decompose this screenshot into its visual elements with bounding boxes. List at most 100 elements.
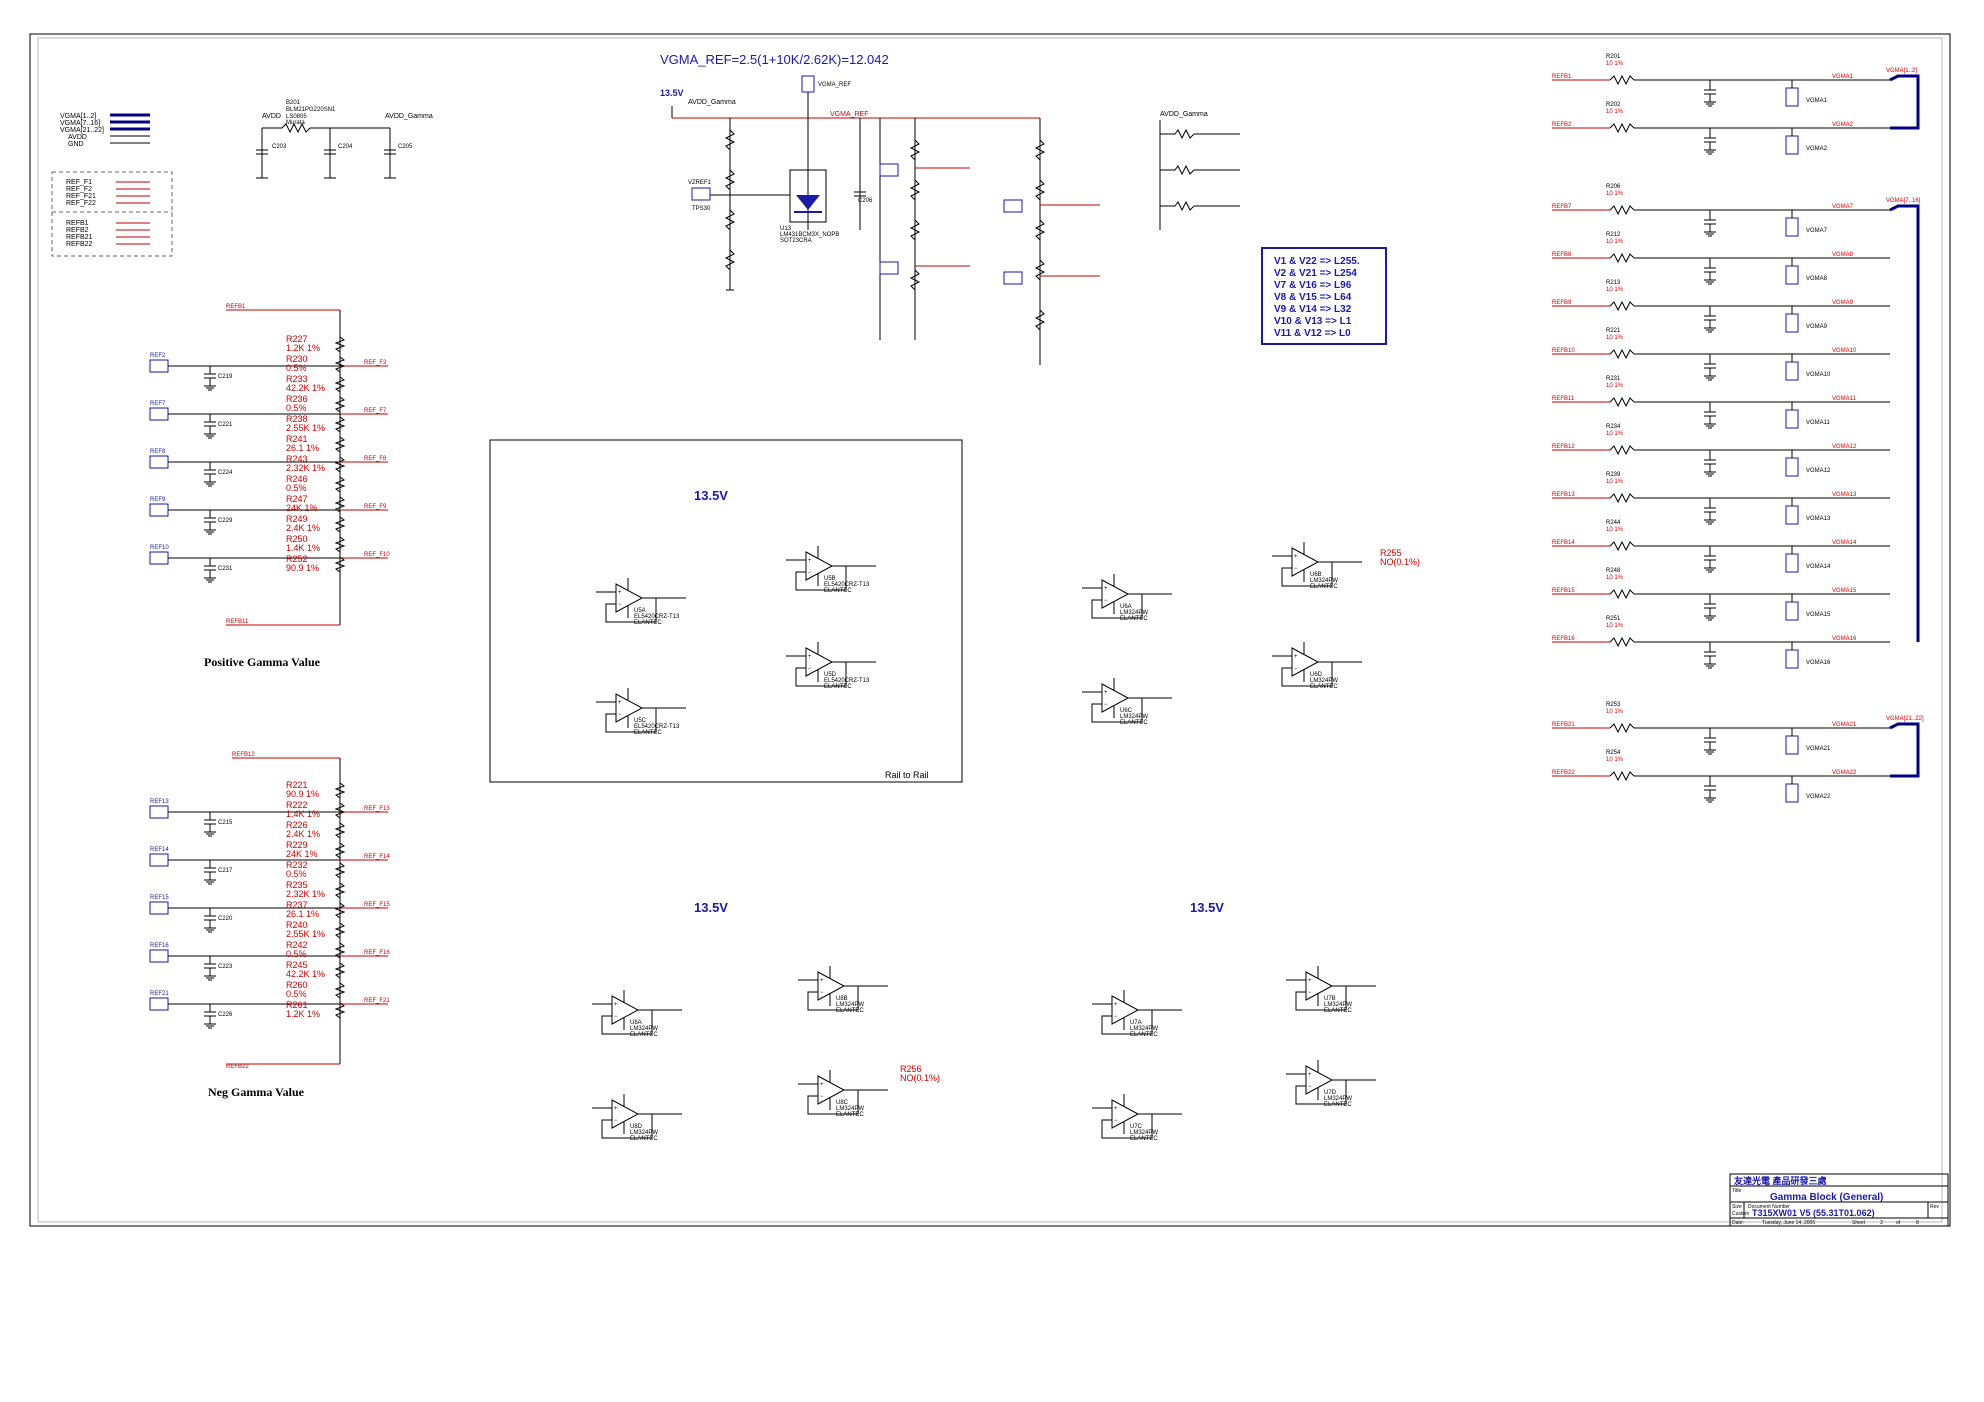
svg-text:LS0805: LS0805: [286, 114, 307, 120]
pos-net-label: REF_F2: [364, 360, 387, 366]
svg-text:−: −: [820, 1094, 824, 1100]
neg-res-value: 0.5%: [286, 989, 307, 999]
refb-net-label: REFB8: [1552, 252, 1572, 258]
res-name: R202: [1606, 102, 1621, 108]
neg-res-name: R222: [286, 800, 308, 810]
opamp-mfr: ELANTEC: [1324, 1102, 1352, 1108]
neg-res-name: R235: [286, 880, 308, 890]
res-name: R206: [1606, 184, 1621, 190]
opamp-part: LM324PW: [630, 1130, 658, 1136]
refb-net-label: REFB10: [1552, 348, 1575, 354]
neg-cap-label: C226: [218, 1012, 233, 1018]
refb-net-label: REFB7: [1552, 204, 1572, 210]
doc-label: Document Number: [1748, 1204, 1790, 1210]
svg-text:SOT23CRA: SOT23CRA: [780, 238, 812, 244]
svg-text:−: −: [808, 570, 812, 576]
pos-net-label: REF_F8: [364, 456, 387, 462]
svg-text:VGMA_REF: VGMA_REF: [830, 111, 869, 118]
res-value: 10 1%: [1606, 335, 1624, 341]
vgma-pad: [1785, 265, 1799, 285]
company-name: 友達光電 產品研發三處: [1734, 1175, 1828, 1186]
pos-res-name: R246: [286, 474, 308, 484]
sheet-inner-border: [37, 37, 1943, 1223]
opamp-part: LM324PW: [1324, 1002, 1352, 1008]
pos-ref-label: REF2: [150, 353, 166, 359]
pos-res-name: R250: [286, 534, 308, 544]
res-value: 10 1%: [1606, 575, 1624, 581]
svg-text:+: +: [1294, 654, 1298, 660]
vgma-pad: [1785, 135, 1799, 155]
mapping-line-2: V2 & V21 => L254: [1274, 268, 1357, 279]
neg-net-label: REF_F15: [364, 902, 390, 908]
vgma-label: VGMA1: [1806, 98, 1828, 104]
vgma-label: VGMA21: [1806, 746, 1831, 752]
upper-ladders: [879, 118, 1100, 365]
pos-pad: [149, 551, 169, 565]
pos-res-name: R233: [286, 374, 308, 384]
svg-text:AVDD: AVDD: [68, 134, 87, 141]
vgma-net-label: VGMA21: [1832, 722, 1857, 728]
res-name: R253: [1606, 702, 1621, 708]
opamp-ref: U8B: [836, 996, 848, 1002]
mapping-line-3: V7 & V16 => L96: [1274, 280, 1352, 291]
vgma-net-label: VGMA15: [1832, 588, 1857, 594]
opamp-ref: U5D: [824, 672, 837, 678]
res-value: 10 1%: [1606, 61, 1624, 67]
sheet-label: Sheet: [1852, 1220, 1866, 1226]
positive-gamma-ladder: REFB1 REFB11 REF2REF_F2C219REF7REF_F7C22…: [149, 304, 390, 626]
svg-text:REFB21: REFB21: [66, 234, 93, 241]
opamp-ref: U7A: [1130, 1020, 1142, 1026]
res-value: 10 1%: [1606, 709, 1624, 715]
pos-pad: [149, 359, 169, 373]
svg-text:REFB12: REFB12: [232, 752, 255, 758]
vgma-label: VGMA14: [1806, 564, 1831, 570]
neg-res-value: 90.9 1%: [286, 789, 319, 799]
svg-text:−: −: [614, 1014, 618, 1020]
opamp-mfr: ELANTEC: [1324, 1008, 1352, 1014]
svg-text:AVDD: AVDD: [262, 113, 281, 120]
svg-text:REFB1: REFB1: [226, 304, 246, 310]
neg-res-value: 2.55K 1%: [286, 929, 325, 939]
opamp-part: EL5420CRZ-T13: [634, 614, 680, 620]
bus-mid-label: VGMA[7..16]: [1886, 198, 1921, 204]
vgma-net-label: VGMA10: [1832, 348, 1857, 354]
pos-res-name: R247: [286, 494, 308, 504]
svg-text:REFB22: REFB22: [226, 1064, 249, 1070]
bus-top-label: VGMA[1..2]: [1886, 68, 1917, 74]
bus-bot-label: VGMA[21..22]: [1886, 716, 1924, 722]
svg-text:−: −: [808, 666, 812, 672]
pos-ref-label: REF8: [150, 449, 166, 455]
pos-ref-label: REF9: [150, 497, 166, 503]
svg-text:C205: C205: [398, 144, 413, 150]
date-value: Tuesday, June 14, 2005: [1762, 1220, 1815, 1226]
opamp-mfr: ELANTEC: [824, 684, 852, 690]
neg-res-name: R261: [286, 1000, 308, 1010]
res-name: R239: [1606, 472, 1621, 478]
opamp-mfr: ELANTEC: [1310, 684, 1338, 690]
svg-text:−: −: [1294, 566, 1298, 572]
neg-res-name: R245: [286, 960, 308, 970]
svg-text:+: +: [614, 1106, 618, 1112]
of-label: of: [1896, 1220, 1901, 1226]
pos-res-name: R238: [286, 414, 308, 424]
r255-name: R255: [1380, 548, 1402, 558]
of-value: 8: [1916, 1220, 1919, 1226]
opamp-ref: U6B: [1310, 572, 1322, 578]
svg-text:BLM21PG220SN1: BLM21PG220SN1: [286, 107, 336, 113]
rail-box-voltage: 13.5V: [694, 488, 728, 503]
neg-res-value: 0.5%: [286, 949, 307, 959]
neg-net-label: REF_F16: [364, 950, 390, 956]
pos-res-name: R249: [286, 514, 308, 524]
pos-res-name: R241: [286, 434, 308, 444]
pos-res-value: 24K 1%: [286, 503, 318, 513]
vgma-pad: [1785, 505, 1799, 525]
neg-cap-label: C217: [218, 868, 233, 874]
